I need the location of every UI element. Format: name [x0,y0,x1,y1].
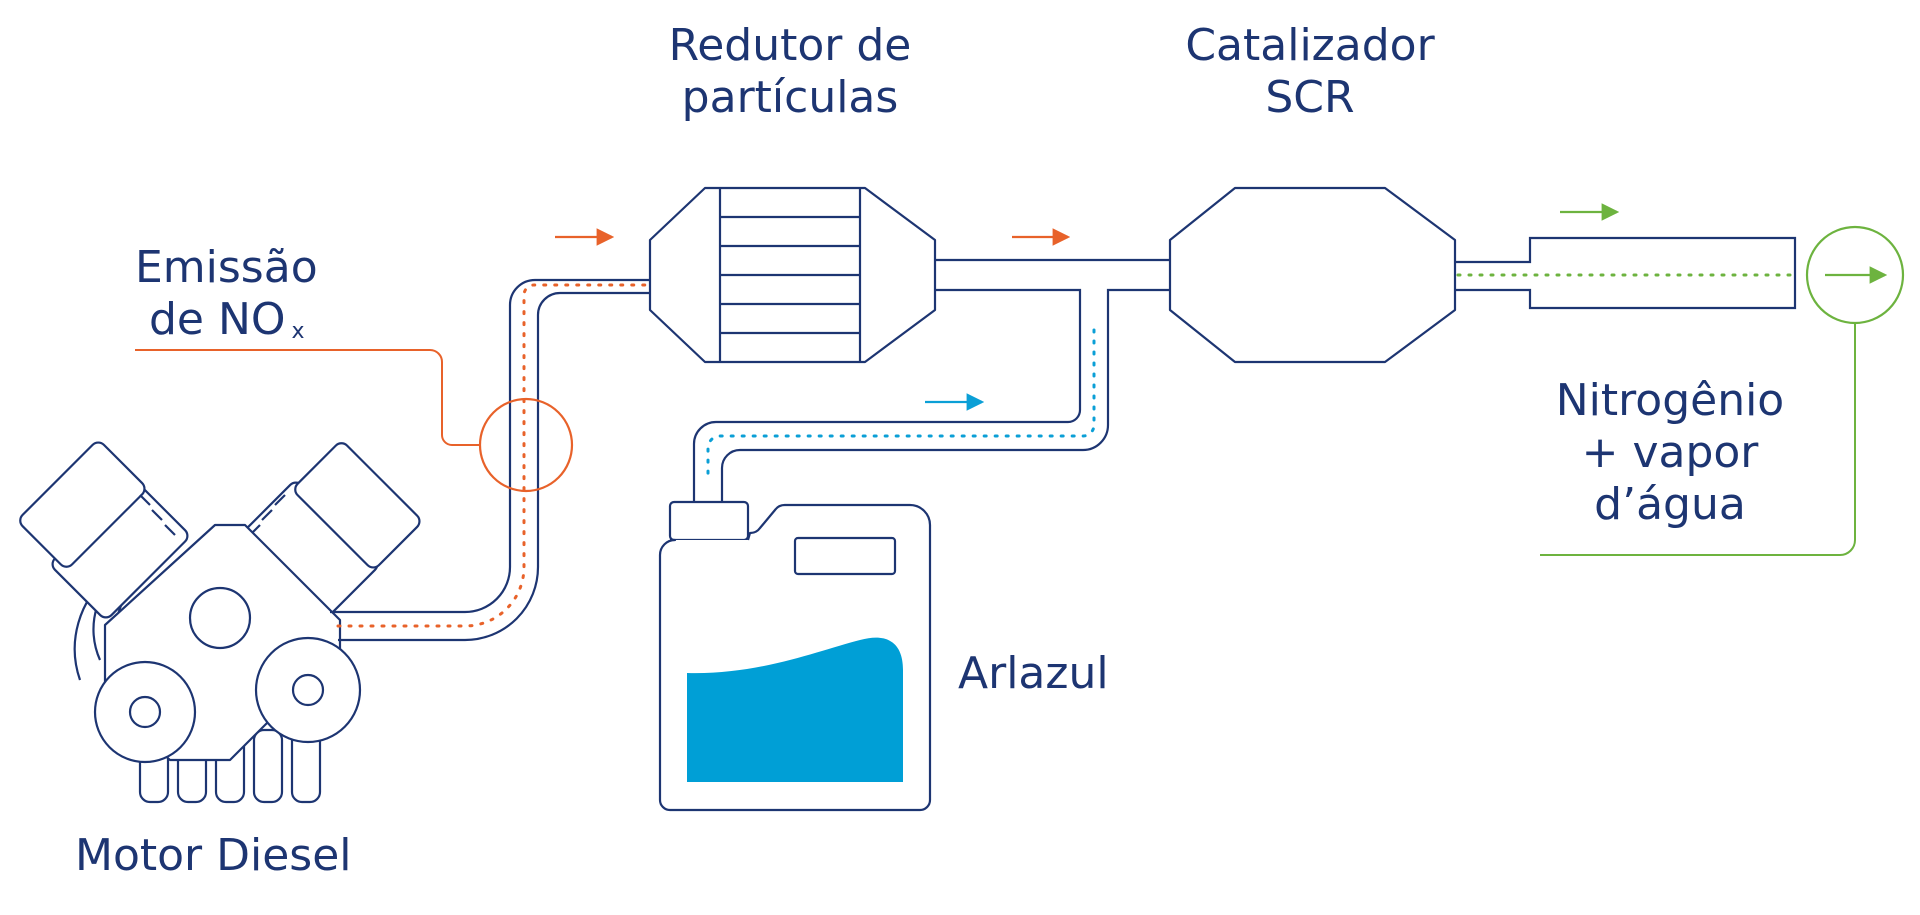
nox-flow-dots [336,283,652,628]
label-nox-emission-main: de NO [149,294,286,345]
label-scr-catalyst-line1: Catalizador [1185,20,1435,71]
nox-callout-circle [478,397,574,493]
label-output-line2: + vapor [1581,427,1759,478]
label-output-line3: d’água [1594,479,1746,530]
label-output-line1: Nitrogênio [1555,375,1785,426]
urea-flow-dots [706,328,1096,480]
label-tank: Arlazul [958,648,1109,699]
scr-catalyst-icon [1168,186,1457,364]
nox-callout-line [135,349,480,446]
v-engine-icon [19,441,421,804]
exhaust-pipe-output [1455,236,1797,310]
label-particle-reducer: Redutor de partículas [645,20,935,124]
label-particle-reducer-line2: partículas [681,72,899,123]
tank-fluid [687,637,903,782]
label-engine: Motor Diesel [75,830,352,881]
label-scr-catalyst-line2: SCR [1265,72,1355,123]
exhaust-pipe-middle [692,258,1170,502]
particle-filter-icon [648,186,937,364]
output-callout-line [1540,323,1856,556]
label-particle-reducer-line1: Redutor de [668,20,912,71]
label-output: Nitrogênio + vapor d’água [1525,375,1815,531]
exhaust-pipe-engine [330,278,650,642]
label-nox-subscript: x [291,319,305,344]
label-scr-catalyst: Catalizador SCR [1160,20,1460,124]
label-nox-emission-line1: Emissão [135,242,318,293]
